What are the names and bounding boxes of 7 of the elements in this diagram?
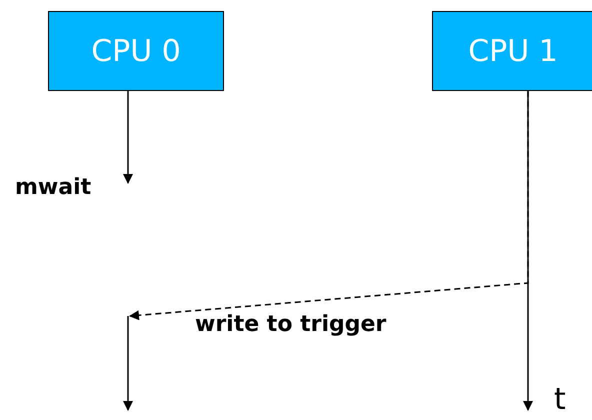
process-box: CPU 0 (48, 11, 224, 91)
process-box: CPU 1 (432, 11, 592, 91)
lifeline-arrow (123, 91, 133, 184)
message-arrow (129, 91, 529, 320)
state-label: mwait (15, 175, 92, 200)
time-axis-label: t (554, 382, 566, 417)
edge-label: write to trigger (195, 312, 386, 337)
